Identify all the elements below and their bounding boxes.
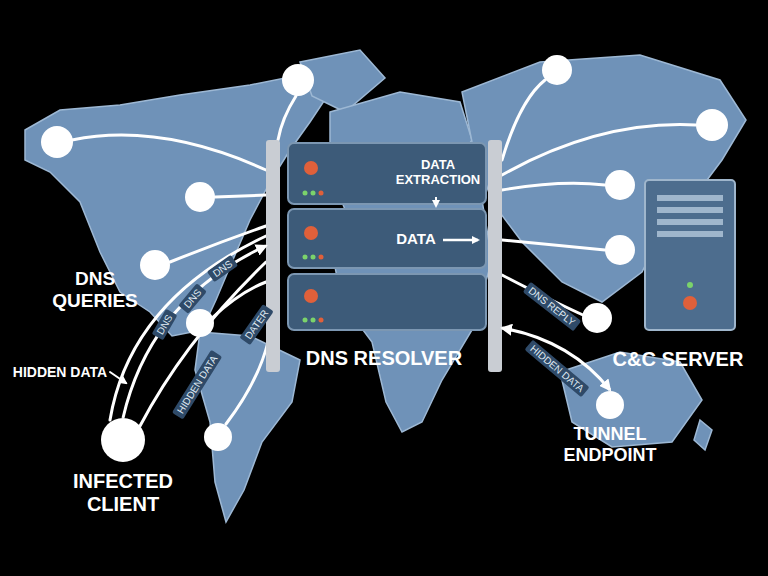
dns-resolver-rack [266, 140, 502, 372]
network-dots [41, 55, 728, 462]
map-path [502, 125, 696, 175]
map-path [72, 135, 266, 170]
map-circle [542, 55, 572, 85]
map-circle [303, 318, 308, 323]
map-circle [140, 250, 170, 280]
map-rect [288, 274, 486, 330]
continents [25, 50, 746, 522]
map-rect [657, 231, 723, 237]
map-path [443, 239, 478, 242]
map-path [215, 195, 266, 197]
map-circle [311, 318, 316, 323]
map-circle [582, 303, 612, 333]
map-rect [288, 143, 486, 204]
map-path [110, 372, 126, 383]
node-label: TUNNEL ENDPOINT [555, 424, 665, 465]
map-circle [303, 191, 308, 196]
map-rect [488, 140, 502, 372]
map-circle [311, 255, 316, 260]
map-path [502, 183, 605, 190]
map-path [502, 80, 545, 160]
map-rect [266, 140, 280, 372]
map-circle [596, 391, 624, 419]
client-node: INFECTED CLIENT [60, 418, 186, 516]
map-rect [657, 207, 723, 213]
map-path [278, 96, 296, 140]
node-label: DATA EXTRACTION [390, 158, 486, 188]
map-circle [687, 282, 693, 288]
node-label: DATA [390, 230, 442, 247]
annotation-label: DNS QUERIES [45, 268, 145, 312]
map-rect [657, 219, 723, 225]
map-circle [311, 191, 316, 196]
map-circle [304, 226, 318, 240]
map-circle [696, 109, 728, 141]
node-label: INFECTED CLIENT [60, 470, 186, 516]
map-path [694, 420, 712, 450]
map-rect [288, 209, 486, 268]
map-circle [304, 289, 318, 303]
map-path [25, 75, 330, 336]
map-circle [319, 255, 324, 260]
map-circle [605, 170, 635, 200]
map-rect [645, 180, 735, 330]
map-circle [605, 235, 635, 265]
map-circle [41, 126, 73, 158]
map-circle [101, 418, 145, 462]
map-circle [683, 296, 697, 310]
network-lines [72, 80, 696, 426]
map-path [435, 197, 437, 206]
server-node: C&C SERVER [598, 180, 758, 371]
server-tower [645, 180, 735, 330]
node-label: DNS RESOLVER [288, 347, 480, 370]
node-label: C&C SERVER [598, 348, 758, 371]
map-circle [303, 255, 308, 260]
endpoint-node: TUNNEL ENDPOINT [555, 390, 665, 465]
annotation-label: HIDDEN DATA [10, 364, 110, 380]
map-path [226, 342, 268, 424]
map-circle [319, 191, 324, 196]
map-circle [282, 64, 314, 96]
map-path [110, 236, 266, 420]
map-circle [185, 182, 215, 212]
map-rect [657, 195, 723, 201]
dns-resolver-node: DATA EXTRACTION DATA DNS RESOLVER [266, 140, 502, 375]
map-circle [304, 161, 318, 175]
map-circle [319, 318, 324, 323]
map-circle [186, 309, 214, 337]
tunnel-strip-label: DNS REPLY [523, 282, 581, 332]
map-path [502, 240, 605, 250]
map-circle [204, 423, 232, 451]
